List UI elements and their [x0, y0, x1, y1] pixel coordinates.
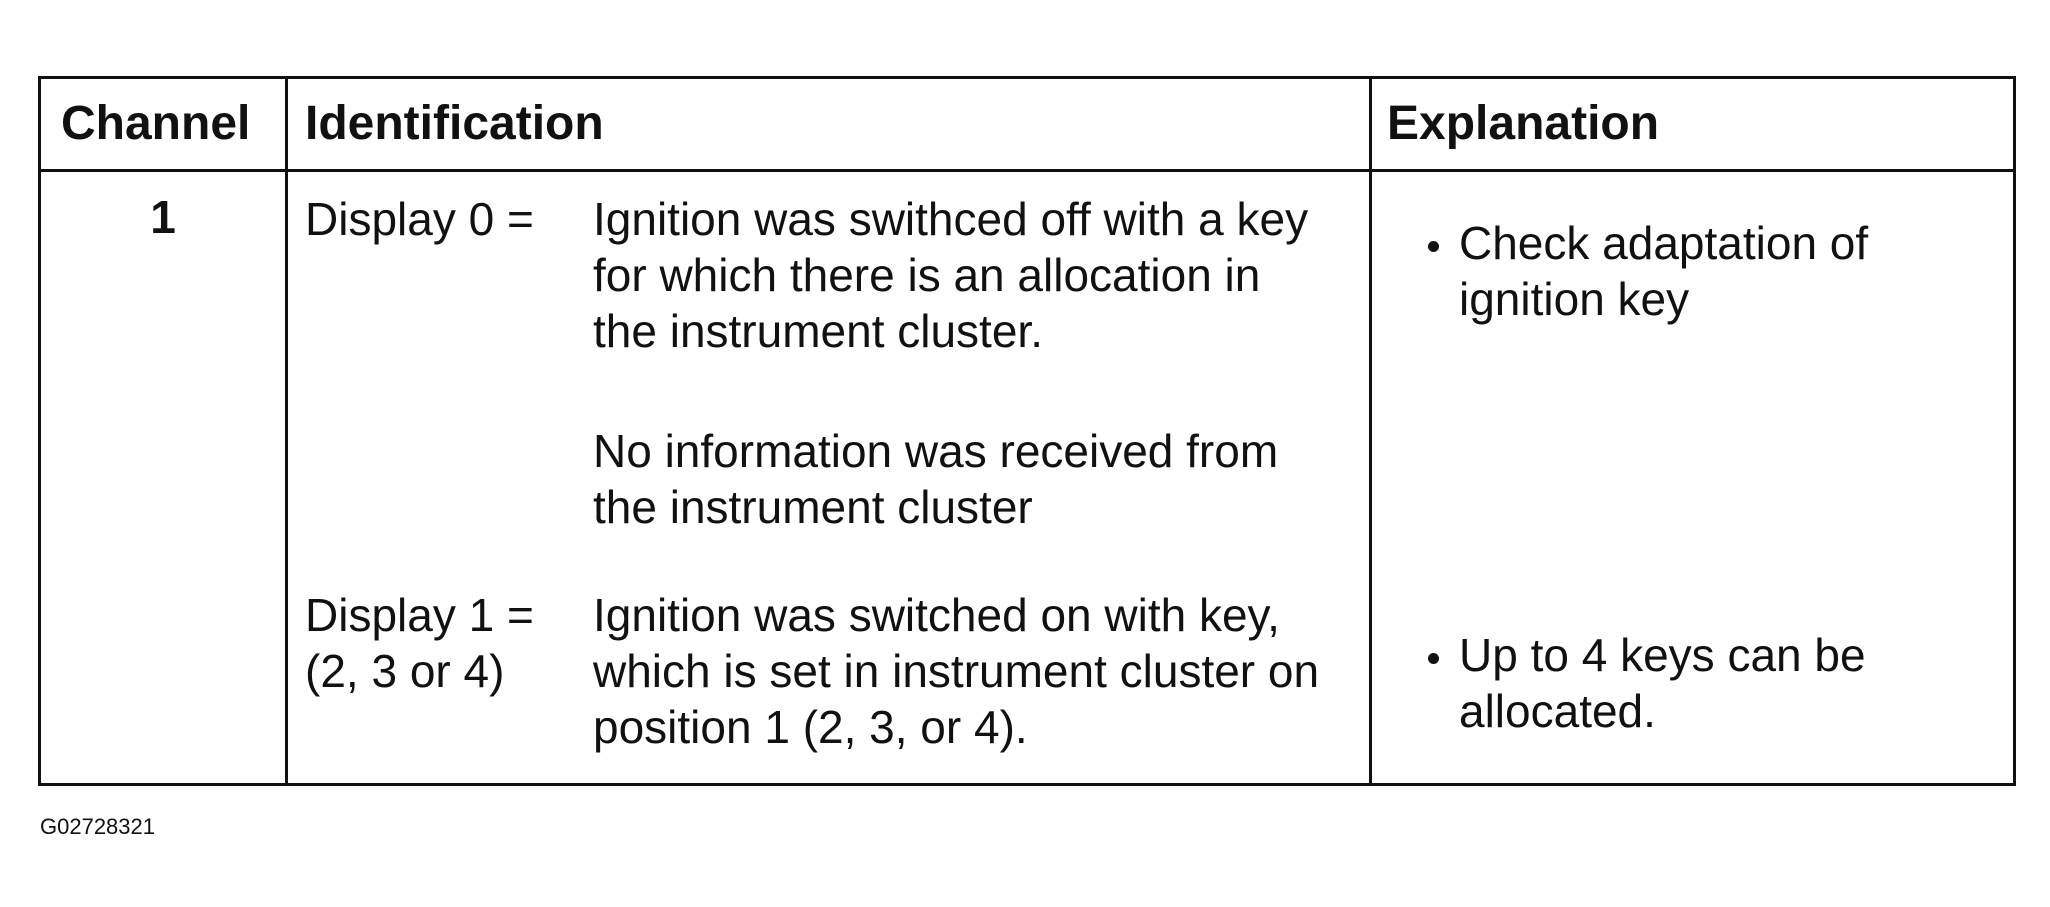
- description-line: Ignition was swithced off with a key: [593, 193, 1309, 245]
- bullet-icon: [1428, 653, 1439, 664]
- description-0: Ignition was swithced off with a key for…: [593, 191, 1308, 359]
- explanation-line: ignition key: [1459, 273, 1690, 325]
- description-2: Ignition was switched on with key, which…: [593, 587, 1319, 755]
- description-line: for which there is an allocation in: [593, 249, 1261, 301]
- explanation-line: Up to 4 keys can be: [1459, 629, 1866, 681]
- explanation-line: Check adaptation of: [1459, 217, 1869, 269]
- explanation-1: Up to 4 keys can be allocated.: [1459, 627, 1866, 739]
- header-divider: [41, 169, 2013, 172]
- header-identification: Identification: [305, 97, 604, 150]
- display-label-0: Display 0 =: [305, 191, 534, 247]
- description-line: position 1 (2, 3, or 4).: [593, 701, 1028, 753]
- description-line: which is set in instrument cluster on: [593, 645, 1320, 697]
- figure-code: G02728321: [40, 814, 155, 839]
- display-label-1: Display 1 = (2, 3 or 4): [305, 587, 534, 699]
- channel-number: 1: [150, 191, 176, 243]
- procedure-table: Channel Identification Explanation 1 Dis…: [38, 76, 2016, 786]
- description-1: No information was received from the ins…: [593, 423, 1278, 535]
- column-divider-identification: [1369, 79, 1372, 783]
- header-explanation: Explanation: [1387, 97, 1660, 150]
- column-divider-channel: [285, 79, 288, 783]
- description-line: the instrument cluster.: [593, 305, 1043, 357]
- description-line: the instrument cluster: [593, 481, 1033, 533]
- bullet-icon: [1428, 241, 1439, 252]
- header-channel: Channel: [61, 97, 251, 150]
- display-label-line: (2, 3 or 4): [305, 645, 505, 697]
- description-line: Ignition was switched on with key,: [593, 589, 1280, 641]
- display-label-line: Display 1 =: [305, 589, 534, 641]
- display-label-line: Display 0 =: [305, 193, 534, 245]
- description-line: No information was received from: [593, 425, 1279, 477]
- explanation-0: Check adaptation of ignition key: [1459, 215, 1868, 327]
- explanation-line: allocated.: [1459, 685, 1656, 737]
